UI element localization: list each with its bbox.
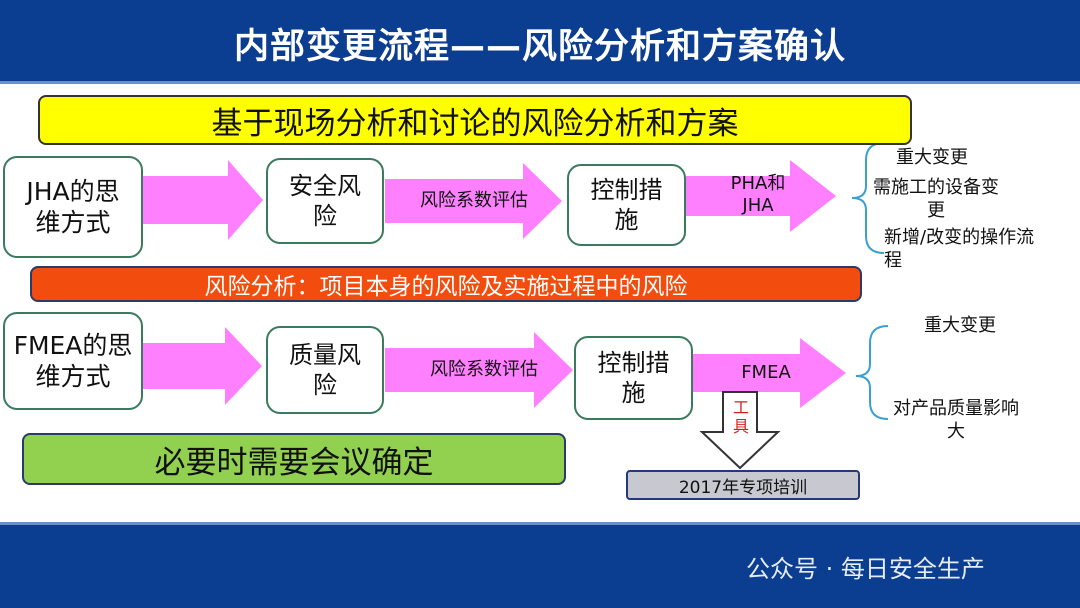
header-bar: [0, 0, 1080, 84]
band-meeting-confirm: 必要时需要会议确定: [22, 433, 566, 485]
box-fmea-thinking: FMEA的思维方式: [3, 312, 143, 410]
watermark-text: 公众号 · 每日安全生产: [746, 554, 985, 583]
box-control-measures-1: 控制措施: [567, 164, 686, 246]
box-safety-risk: 安全风险: [266, 158, 384, 244]
arrow-risk-to-control: [385, 163, 562, 239]
page-title: 内部变更流程——风险分析和方案确认: [233, 27, 846, 67]
box-control-measures-2: 控制措施: [574, 336, 693, 420]
arrow-risk2-to-control: [385, 332, 573, 408]
label-method-fmea: FMEA: [741, 362, 791, 384]
arrow-control-to-method: [686, 160, 836, 232]
outcome-equipment-change: 需施工的设备变更: [873, 177, 999, 222]
label-method-pha-jha: PHA和JHA: [730, 173, 786, 216]
box-quality-risk: 质量风险: [266, 326, 384, 414]
outcome-major-change-1: 重大变更: [896, 147, 968, 168]
label-risk-coefficient-2: 风险系数评估: [430, 359, 538, 381]
band-top-heading: 基于现场分析和讨论的风险分析和方案: [38, 95, 912, 145]
arrow-fmea-to-risk: [143, 327, 262, 405]
brace-row2: [855, 325, 889, 420]
tool-label: 工具: [732, 398, 749, 437]
brace-row1: [851, 142, 885, 254]
outcome-operation-process: 新增/改变的操作流程: [884, 227, 1035, 272]
arrow-jha-to-risk: [143, 160, 263, 240]
band-risk-analysis: 风险分析：项目本身的风险及实施过程中的风险: [30, 266, 862, 302]
tool-down-arrow: [699, 391, 781, 470]
footer-bar: [0, 522, 1080, 608]
arrow-control2-to-method: [693, 338, 846, 408]
outcome-major-change-2: 重大变更: [924, 315, 996, 336]
outcome-quality-impact: 对产品质量影响大: [893, 398, 1019, 443]
box-jha-thinking: JHA的思维方式: [3, 156, 143, 258]
training-2017-bar: 2017年专项培训: [626, 470, 860, 500]
label-risk-coefficient-1: 风险系数评估: [420, 190, 528, 212]
